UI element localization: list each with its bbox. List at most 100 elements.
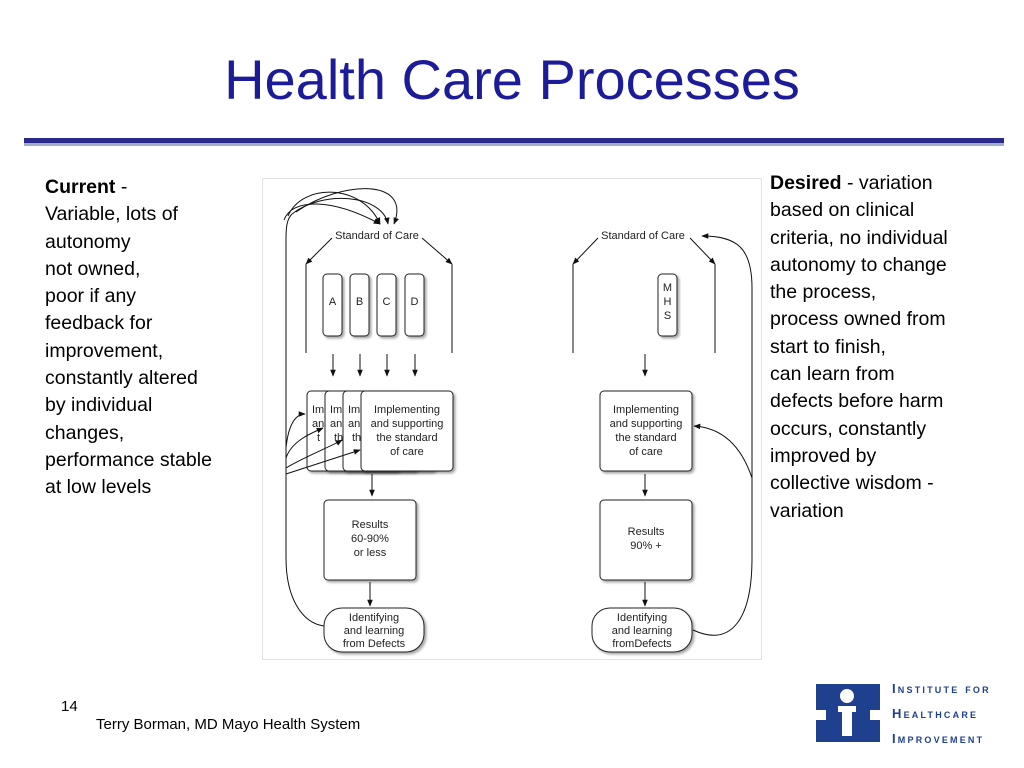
desired-heading-suffix: - variation bbox=[841, 172, 933, 194]
current-standard-label: Standard of Care bbox=[335, 230, 419, 242]
box-text: of care bbox=[390, 446, 424, 458]
desired-loop-line bbox=[692, 233, 753, 636]
current-bracket-right-arrow bbox=[421, 237, 453, 265]
box-text: the standard bbox=[376, 432, 437, 444]
process-diagram: Standard of Care A B C D bbox=[262, 178, 762, 660]
box-text: Identifying bbox=[617, 612, 667, 624]
current-line: autonomy bbox=[45, 230, 131, 253]
box-text: fromDefects bbox=[612, 638, 672, 650]
box-text: and learning bbox=[612, 625, 673, 637]
desired-variant-box: M H S bbox=[657, 273, 678, 337]
current-line: not owned, bbox=[45, 257, 141, 280]
box-text: 60-90% bbox=[351, 533, 389, 545]
box-text: Results bbox=[352, 519, 389, 531]
current-heading-suffix: - bbox=[115, 176, 128, 198]
box-text: and learning bbox=[344, 625, 405, 637]
variant-label: S bbox=[664, 310, 671, 322]
current-results-box: Results 60-90% or less bbox=[323, 499, 417, 581]
current-loop-arrow bbox=[285, 439, 343, 469]
stack-fragment: th bbox=[352, 432, 361, 444]
box-text: and supporting bbox=[610, 418, 683, 430]
current-line: poor if any bbox=[45, 285, 137, 308]
current-variant-box: D bbox=[404, 273, 425, 337]
current-line: by individual bbox=[45, 394, 153, 417]
desired-line: the process, bbox=[770, 281, 877, 304]
desired-line: criteria, no individual bbox=[770, 226, 948, 249]
current-feedback-arrow bbox=[283, 203, 381, 225]
stack-fragment: t bbox=[317, 432, 320, 444]
current-feedback-arrow bbox=[295, 188, 399, 225]
desired-line: start to finish, bbox=[770, 335, 886, 358]
current-loop-arrow bbox=[285, 449, 361, 475]
desired-standard-label: Standard of Care bbox=[601, 230, 685, 242]
current-loop-arrow bbox=[285, 427, 324, 459]
desired-line: autonomy to change bbox=[770, 253, 947, 276]
desired-flow: Standard of Care M H S Implementing and … bbox=[572, 230, 753, 653]
desired-line: based on clinical bbox=[770, 199, 915, 222]
desired-heading-line: Desired - variation bbox=[770, 170, 1010, 197]
current-line: changes, bbox=[45, 421, 125, 444]
current-heading-line: Current - bbox=[45, 174, 260, 201]
title-divider bbox=[24, 138, 1004, 143]
current-loop-line bbox=[285, 213, 325, 627]
desired-heading: Desired bbox=[770, 172, 842, 194]
desired-learning-box: Identifying and learning fromDefects bbox=[591, 607, 693, 653]
box-text: the standard bbox=[615, 432, 676, 444]
current-line: performance stable bbox=[45, 448, 212, 471]
title-divider-shadow bbox=[24, 143, 1004, 146]
box-text: Implementing bbox=[613, 404, 679, 416]
page-number: 14 bbox=[61, 698, 78, 715]
variant-label: H bbox=[664, 296, 672, 308]
desired-loop-arrow bbox=[693, 423, 753, 479]
current-heading: Current bbox=[45, 176, 116, 198]
stack-fragment: Im bbox=[312, 404, 324, 416]
box-text: from Defects bbox=[343, 638, 406, 650]
variant-label: C bbox=[383, 296, 391, 308]
desired-implementing-box: Implementing and supporting the standard… bbox=[599, 390, 693, 472]
logo-line: Institute for bbox=[892, 681, 991, 696]
desired-line: occurs, constantly bbox=[770, 417, 927, 440]
box-text: 90% + bbox=[630, 540, 662, 552]
box-text: of care bbox=[629, 446, 663, 458]
desired-line: process owned from bbox=[770, 308, 946, 331]
stack-fragment: an bbox=[348, 418, 360, 430]
current-line: at low levels bbox=[45, 476, 152, 499]
box-text: Results bbox=[628, 526, 665, 538]
ihi-logo bbox=[814, 680, 994, 744]
desired-line: improved by bbox=[770, 444, 877, 467]
current-line: constantly altered bbox=[45, 367, 198, 390]
page-title: Health Care Processes bbox=[224, 48, 800, 111]
desired-results-box: Results 90% + bbox=[599, 499, 693, 581]
box-text: and supporting bbox=[371, 418, 444, 430]
stack-fragment: th bbox=[334, 432, 343, 444]
variant-label: D bbox=[411, 296, 419, 308]
current-loop-arrow bbox=[285, 411, 306, 449]
box-text: Implementing bbox=[374, 404, 440, 416]
variant-label: M bbox=[663, 282, 672, 294]
footer-author: Terry Borman, MD Mayo Health System bbox=[96, 716, 361, 733]
current-flow: Standard of Care A B C D bbox=[283, 188, 454, 653]
stack-fragment: Im bbox=[348, 404, 360, 416]
stack-fragment: an bbox=[330, 418, 342, 430]
variant-label: A bbox=[329, 296, 337, 308]
ihi-logo-mark bbox=[816, 684, 880, 742]
logo-line: Healthcare bbox=[892, 706, 979, 721]
box-text: Identifying bbox=[349, 612, 399, 624]
current-line: improvement, bbox=[45, 339, 164, 362]
current-bracket-left-arrow bbox=[305, 237, 333, 265]
process-diagram-svg: Standard of Care A B C D bbox=[262, 178, 762, 660]
desired-line: variation bbox=[770, 499, 844, 522]
variant-label: B bbox=[356, 296, 363, 308]
stack-fragment: Im bbox=[330, 404, 342, 416]
box-text: or less bbox=[354, 547, 387, 559]
desired-line: collective wisdom - bbox=[770, 472, 934, 495]
desired-line: defects before harm bbox=[770, 390, 944, 413]
current-line: feedback for bbox=[45, 312, 153, 335]
current-feedback-arrow bbox=[287, 191, 381, 225]
current-line: Variable, lots of bbox=[45, 203, 178, 226]
current-learning-box: Identifying and learning from Defects bbox=[323, 607, 425, 653]
current-implementing-box: Implementing and supporting the standard… bbox=[360, 390, 454, 472]
desired-line: can learn from bbox=[770, 363, 895, 386]
current-description: Current - Variable, lots of autonomy not… bbox=[45, 174, 260, 502]
current-variant-box: C bbox=[376, 273, 397, 337]
